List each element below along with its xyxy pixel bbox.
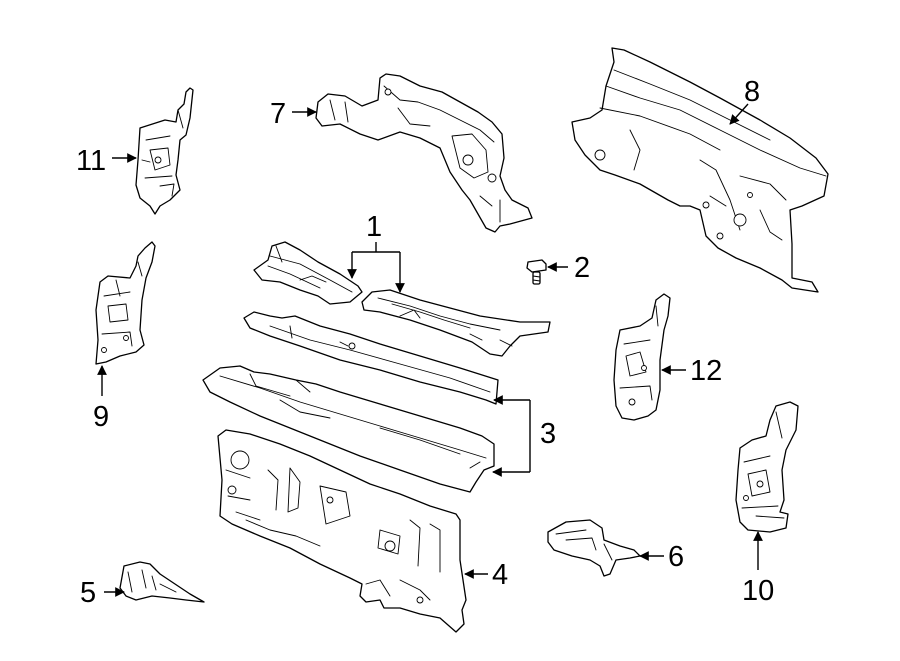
part-12-bracket [613,293,671,421]
callout-1: 1 [366,211,382,243]
callout-10: 10 [742,575,774,607]
callout-11: 11 [76,145,106,177]
callout-7: 7 [270,98,286,130]
part-1-cowl-top-panels [253,241,551,357]
callout-4: 4 [492,559,508,591]
part-9-bracket [95,241,156,365]
callout-5: 5 [80,577,96,609]
callout-leaders [97,103,763,597]
part-6-bracket [547,519,641,577]
part-3-lower-crossmember [202,365,495,493]
callout-labels: 1 2 3 4 5 6 7 8 9 10 11 12 [76,76,774,609]
part-10-bracket [735,401,799,533]
part-7-bracket [315,73,533,233]
part-4-dash-panel [217,429,467,633]
callout-12: 12 [690,355,722,387]
part-3-upper-reinforcement [243,311,499,405]
callout-8: 8 [744,76,760,108]
part-8-cowl-panel [571,47,829,293]
part-2-screw [526,259,547,285]
callout-2: 2 [574,252,590,284]
callout-6: 6 [668,541,684,573]
part-5-bracket [119,561,205,603]
callout-9: 9 [93,401,109,433]
part-11-bracket [135,87,194,215]
callout-3: 3 [540,418,556,450]
